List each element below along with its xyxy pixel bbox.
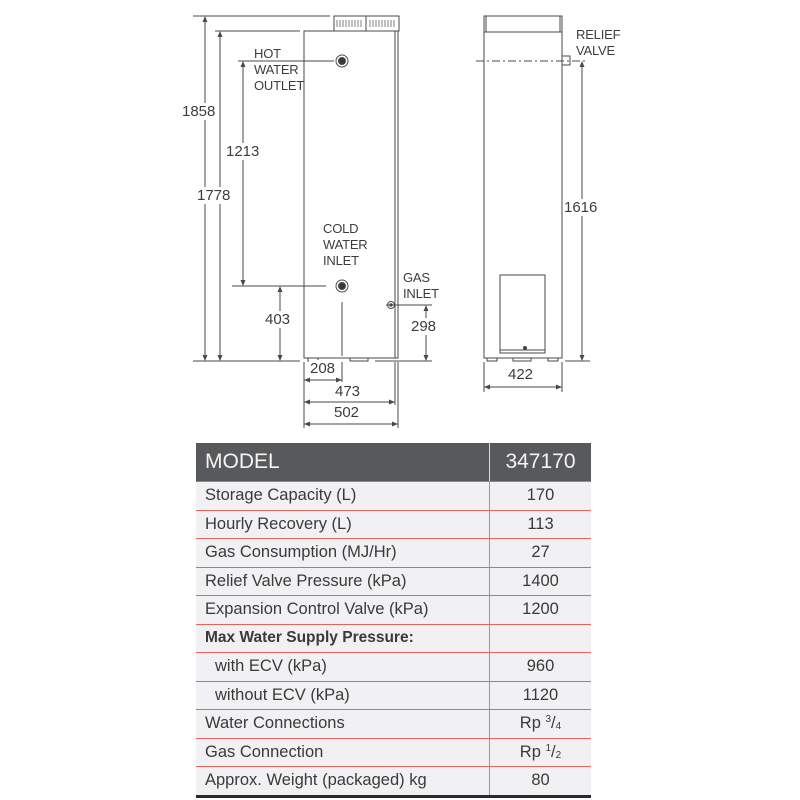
row-value: Rp 3/4 <box>489 709 591 739</box>
dim-overall-height: 1858 <box>181 103 217 120</box>
technical-drawing: HOT WATER OUTLET COLD WATER INLET GAS IN… <box>181 15 621 428</box>
dim-depth-to-gas: 473 <box>334 383 362 400</box>
label-line: RELIEF <box>576 27 621 42</box>
row-value: 1400 <box>489 567 591 596</box>
dim-cold-inlet-height: 403 <box>264 311 292 328</box>
fraction-denominator: 2 <box>555 749 562 761</box>
flue-vent-side <box>483 15 563 33</box>
row-label: without ECV (kPa) <box>196 681 490 710</box>
table-row: Storage Capacity (L) 170 <box>196 481 591 511</box>
dim-cold-inlet-offset: 208 <box>309 360 337 377</box>
table-row: with ECV (kPa) 960 <box>196 652 591 682</box>
label-line: INLET <box>323 253 359 268</box>
row-value: 170 <box>489 481 591 511</box>
section-label: Max Water Supply Pressure: <box>196 624 490 653</box>
row-label: Hourly Recovery (L) <box>196 510 490 539</box>
dim-relief-valve-height: 1616 <box>563 199 599 216</box>
fraction-numerator: 3 <box>545 714 552 726</box>
row-value <box>489 624 591 653</box>
row-label: Water Connections <box>196 709 490 739</box>
label-line: HOT <box>254 46 281 61</box>
heater-body-front <box>303 30 399 359</box>
table-row: without ECV (kPa) 1120 <box>196 681 591 710</box>
fraction-numerator: 1 <box>545 742 552 754</box>
header-model-label: MODEL <box>196 443 490 482</box>
access-door <box>499 274 546 354</box>
hot-water-outlet-label: HOT WATER OUTLET <box>254 46 304 94</box>
label-line: WATER <box>323 237 368 252</box>
table-row: Water Connections Rp 3/4 <box>196 709 591 739</box>
drawing-lines <box>193 15 590 428</box>
dim-gas-inlet-height: 298 <box>410 318 438 335</box>
value-prefix: Rp <box>519 742 541 761</box>
label-line: INLET <box>403 286 439 301</box>
table-row: Hourly Recovery (L) 113 <box>196 510 591 539</box>
table-row: Gas Consumption (MJ/Hr) 27 <box>196 538 591 568</box>
header-model-number: 347170 <box>489 443 591 482</box>
label-line: VALVE <box>576 43 615 58</box>
label-line: GAS <box>403 270 430 285</box>
row-value: Rp 1/2 <box>489 738 591 767</box>
fraction-denominator: 4 <box>555 721 562 733</box>
specification-table: MODEL 347170 Storage Capacity (L) 170 Ho… <box>196 443 591 798</box>
table-section-row: Max Water Supply Pressure: <box>196 624 591 653</box>
dim-outlet-to-inlet: 1213 <box>225 143 261 160</box>
row-label: Gas Connection <box>196 738 490 767</box>
label-line: COLD <box>323 221 359 236</box>
label-line: WATER <box>254 62 299 77</box>
row-label: Relief Valve Pressure (kPa) <box>196 567 490 596</box>
table-row: Relief Valve Pressure (kPa) 1400 <box>196 567 591 596</box>
relief-valve-label: RELIEF VALVE <box>576 27 621 59</box>
table-header-row: MODEL 347170 <box>196 443 591 482</box>
row-value: 1200 <box>489 595 591 625</box>
row-value: 27 <box>489 538 591 568</box>
row-label: Storage Capacity (L) <box>196 481 490 511</box>
dim-side-width: 422 <box>507 366 535 383</box>
cold-water-inlet-label: COLD WATER INLET <box>323 221 368 269</box>
gas-inlet-label: GAS INLET <box>403 270 439 302</box>
row-value: 960 <box>489 652 591 682</box>
row-label: Gas Consumption (MJ/Hr) <box>196 538 490 568</box>
row-value: 1120 <box>489 681 591 710</box>
value-prefix: Rp <box>519 714 541 733</box>
row-value: 80 <box>489 766 591 798</box>
row-label: Approx. Weight (packaged) kg <box>196 766 490 798</box>
row-value: 113 <box>489 510 591 539</box>
table-row: Expansion Control Valve (kPa) 1200 <box>196 595 591 625</box>
dim-overall-depth: 502 <box>333 404 361 421</box>
table-row: Approx. Weight (packaged) kg 80 <box>196 766 591 798</box>
dim-body-height: 1778 <box>196 187 232 204</box>
table-row: Gas Connection Rp 1/2 <box>196 738 591 767</box>
row-label: with ECV (kPa) <box>196 652 490 682</box>
label-line: OUTLET <box>254 78 305 93</box>
heater-body-side <box>483 31 563 359</box>
row-label: Expansion Control Valve (kPa) <box>196 595 490 625</box>
